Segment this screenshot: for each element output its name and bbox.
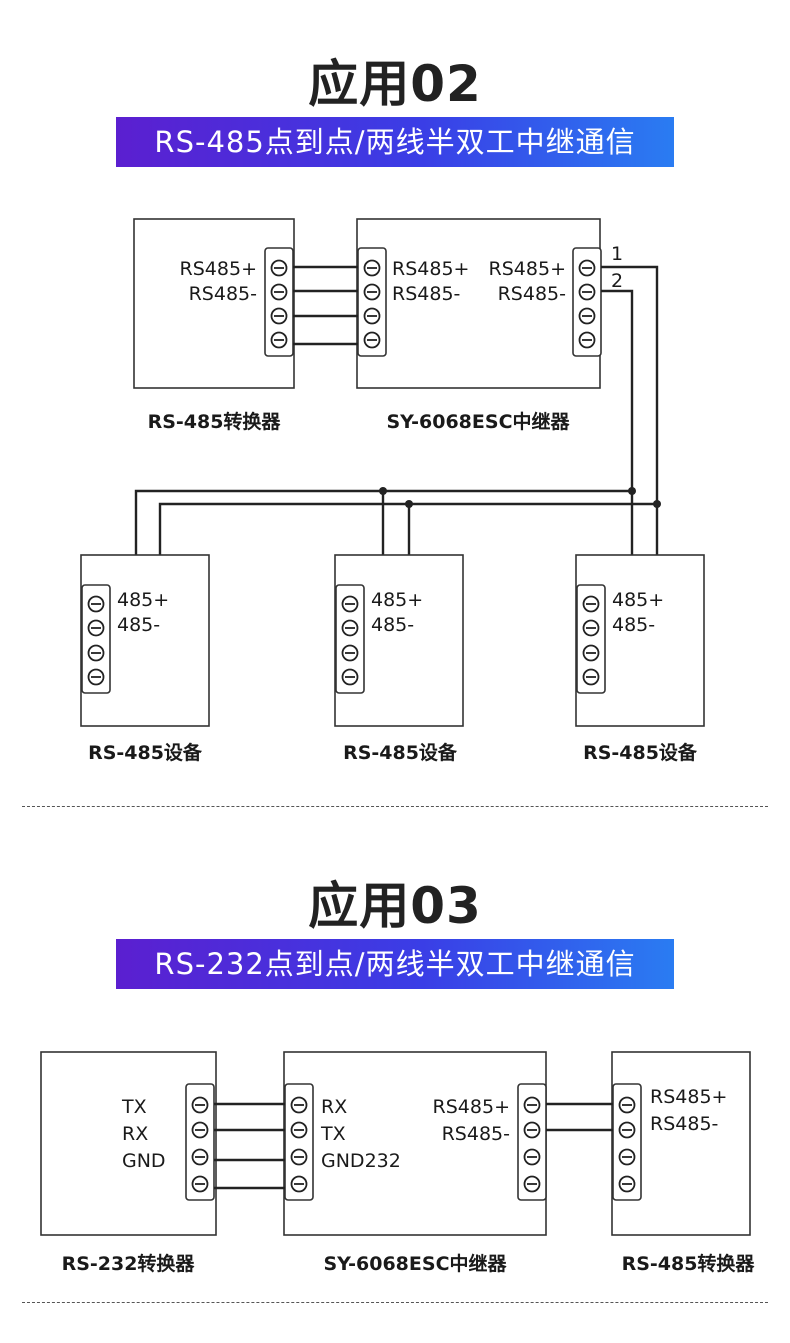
repeater-03-plus-label: RS485+ bbox=[433, 1096, 510, 1118]
repeater-left-screws bbox=[363, 259, 381, 349]
repeater-right-plus-label: RS485+ bbox=[489, 258, 566, 280]
repeater-03-left-terminal bbox=[284, 1083, 314, 1201]
converter-minus-label: RS485- bbox=[189, 283, 257, 305]
rs232-repeater-wires bbox=[214, 1102, 285, 1190]
device-3-plus-label: 485+ bbox=[612, 589, 664, 611]
repeater-03-tx-label: TX bbox=[320, 1123, 346, 1145]
repeater-03-minus-label: RS485- bbox=[442, 1123, 510, 1145]
device-1-terminal bbox=[81, 584, 111, 694]
converter-screws bbox=[270, 259, 288, 349]
rs485-converter-03-plus-label: RS485+ bbox=[650, 1086, 727, 1108]
rs232-gnd-label: GND bbox=[122, 1150, 166, 1172]
app02-diagram: RS485+ RS485- RS-485转换器 RS485+ RS485- RS… bbox=[80, 218, 705, 764]
rs232-terminal-block bbox=[185, 1083, 215, 1201]
rs485-converter-03-minus-label: RS485- bbox=[650, 1113, 718, 1135]
repeater-right-minus-label: RS485- bbox=[498, 283, 566, 305]
repeater-03-left-screws bbox=[290, 1096, 308, 1193]
section-divider-2 bbox=[22, 1302, 768, 1303]
rs232-rx-label: RX bbox=[122, 1123, 148, 1145]
device-1-caption: RS-485设备 bbox=[88, 741, 203, 764]
device-3-screws bbox=[582, 595, 600, 686]
repeater-03-caption: SY-6068ESC中继器 bbox=[323, 1252, 507, 1275]
section-divider-1 bbox=[22, 806, 768, 807]
repeater-left-terminal bbox=[357, 247, 387, 357]
bus-wires bbox=[134, 265, 661, 555]
converter-plus-label: RS485+ bbox=[180, 258, 257, 280]
app02-title: 应用02 bbox=[308, 55, 482, 113]
device-3-caption: RS-485设备 bbox=[583, 741, 698, 764]
device-2-screws bbox=[341, 595, 359, 686]
wire-2-label: 2 bbox=[611, 270, 623, 292]
device-3-terminal bbox=[576, 584, 606, 694]
repeater-box bbox=[356, 218, 601, 389]
rs485-converter-03-screws bbox=[618, 1096, 636, 1193]
app03-title: 应用03 bbox=[308, 877, 482, 935]
repeater-03-right-terminal bbox=[517, 1083, 547, 1201]
repeater-03-rx-label: RX bbox=[321, 1096, 347, 1118]
device-2-caption: RS-485设备 bbox=[343, 741, 458, 764]
repeater-caption: SY-6068ESC中继器 bbox=[386, 410, 570, 433]
device-2-terminal bbox=[335, 584, 365, 694]
device-2-box bbox=[334, 554, 464, 727]
converter-repeater-wires bbox=[293, 265, 358, 346]
device-2-minus-label: 485- bbox=[371, 614, 414, 636]
converter-terminal-block bbox=[264, 247, 294, 357]
device-1-screws bbox=[87, 595, 105, 686]
repeater-right-terminal bbox=[572, 247, 602, 357]
device-1-minus-label: 485- bbox=[117, 614, 160, 636]
rs485-converter-03-caption: RS-485转换器 bbox=[622, 1252, 756, 1275]
wire-1-label: 1 bbox=[611, 243, 623, 265]
converter-caption: RS-485转换器 bbox=[148, 410, 282, 433]
repeater-right-screws bbox=[578, 259, 596, 349]
app03-banner: RS-232点到点/两线半双工中继通信 bbox=[116, 939, 674, 989]
app03-diagram: TX RX GND RS-232转换器 RX TX GND232 RS485+ … bbox=[40, 1051, 756, 1275]
app02-banner: RS-485点到点/两线半双工中继通信 bbox=[116, 117, 674, 167]
repeater-left-minus-label: RS485- bbox=[392, 283, 460, 305]
repeater-03-gnd-label: GND232 bbox=[321, 1150, 401, 1172]
repeater-rs485-wires bbox=[546, 1102, 613, 1132]
rs485-converter-03-terminal bbox=[612, 1083, 642, 1201]
rs232-tx-label: TX bbox=[121, 1096, 147, 1118]
repeater-03-right-screws bbox=[523, 1096, 541, 1193]
device-1-plus-label: 485+ bbox=[117, 589, 169, 611]
rs232-screws bbox=[191, 1096, 209, 1193]
device-3-minus-label: 485- bbox=[612, 614, 655, 636]
rs232-converter-caption: RS-232转换器 bbox=[62, 1252, 196, 1275]
device-2-plus-label: 485+ bbox=[371, 589, 423, 611]
repeater-left-plus-label: RS485+ bbox=[392, 258, 469, 280]
